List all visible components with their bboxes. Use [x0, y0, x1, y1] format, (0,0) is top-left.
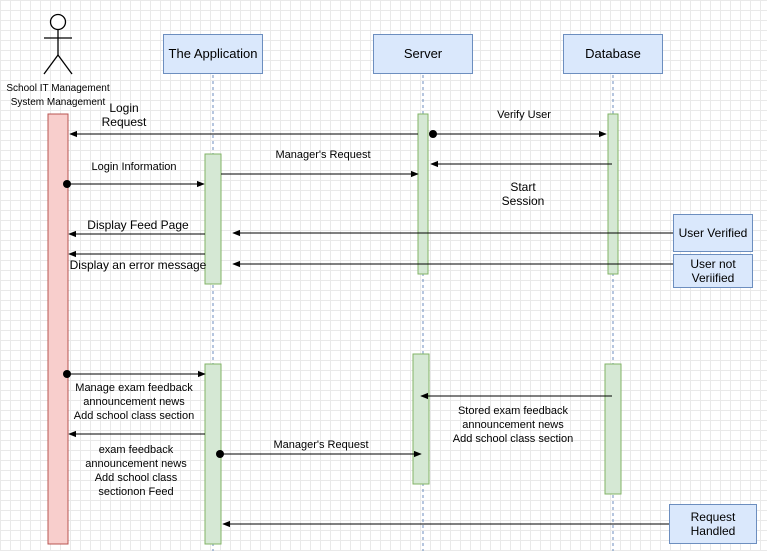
label-manage-line2: announcement news [83, 396, 185, 408]
label-login-request-line2: Request [101, 115, 147, 129]
label-start-session-line2: Session [501, 194, 545, 208]
label-stored: Stored exam feedback announcement news A… [444, 404, 582, 446]
label-display-error: Display an error message [69, 258, 207, 272]
actor-label: School IT Management System Management [0, 82, 116, 110]
person-icon [43, 13, 73, 75]
label-verify-user: Verify User [497, 109, 551, 121]
participant-server: Server [373, 34, 473, 74]
label-stored-line2: announcement news [462, 419, 564, 431]
label-start-session-line1: Start [510, 180, 536, 194]
dot-login-information [63, 180, 71, 188]
dot-manage [63, 370, 71, 378]
note-user-not-verified-line1: User not [690, 257, 736, 271]
actor-label-line1: School IT Management [6, 83, 110, 94]
label-login-information: Login Information [91, 161, 177, 173]
label-feed-line4: sectionon Feed [98, 486, 174, 498]
label-login-request: Login Request [92, 101, 156, 129]
label-stored-line3: Add school class section [452, 433, 574, 445]
label-managers-request-2: Manager's Request [273, 439, 369, 451]
note-user-verified-label: User Verified [678, 226, 748, 240]
label-manage: Manage exam feedback announcement news A… [64, 381, 204, 423]
note-user-not-verified: User not Veriified [673, 254, 753, 288]
label-manage-line1: Manage exam feedback [75, 382, 193, 394]
label-login-request-line1: Login [109, 101, 139, 115]
participant-application-label: The Application [168, 46, 258, 61]
dot-managers-request-2 [216, 450, 224, 458]
database-activation-1 [607, 113, 619, 275]
application-activation-1 [204, 153, 222, 285]
label-manage-line3: Add school class section [73, 410, 195, 422]
label-display-feed-page: Display Feed Page [87, 218, 189, 232]
server-activation-1 [417, 113, 429, 275]
note-user-not-verified-line2: Veriified [691, 271, 735, 285]
server-activation-2 [412, 353, 430, 485]
note-request-handled-line1: Request [690, 510, 736, 524]
label-feed-line3: Add school class [94, 472, 178, 484]
note-user-verified: User Verified [673, 214, 753, 252]
note-request-handled-line2: Handled [690, 524, 736, 538]
label-feed-line2: announcement news [85, 458, 187, 470]
label-stored-line1: Stored exam feedback [457, 405, 569, 417]
label-feed-line1: exam feedback [98, 444, 174, 456]
actor-activation-bar [47, 113, 69, 545]
participant-database: Database [563, 34, 663, 74]
label-start-session: Start Session [492, 180, 554, 208]
participant-application: The Application [163, 34, 263, 74]
database-activation-2 [604, 363, 622, 495]
note-request-handled: Request Handled [669, 504, 757, 544]
label-managers-request-1: Manager's Request [275, 149, 371, 161]
participant-database-label: Database [585, 46, 641, 61]
participant-server-label: Server [403, 46, 443, 61]
label-feed: exam feedback announcement news Add scho… [76, 443, 196, 499]
actor-label-line2: System Management [10, 97, 106, 108]
dot-verify-user [429, 130, 437, 138]
